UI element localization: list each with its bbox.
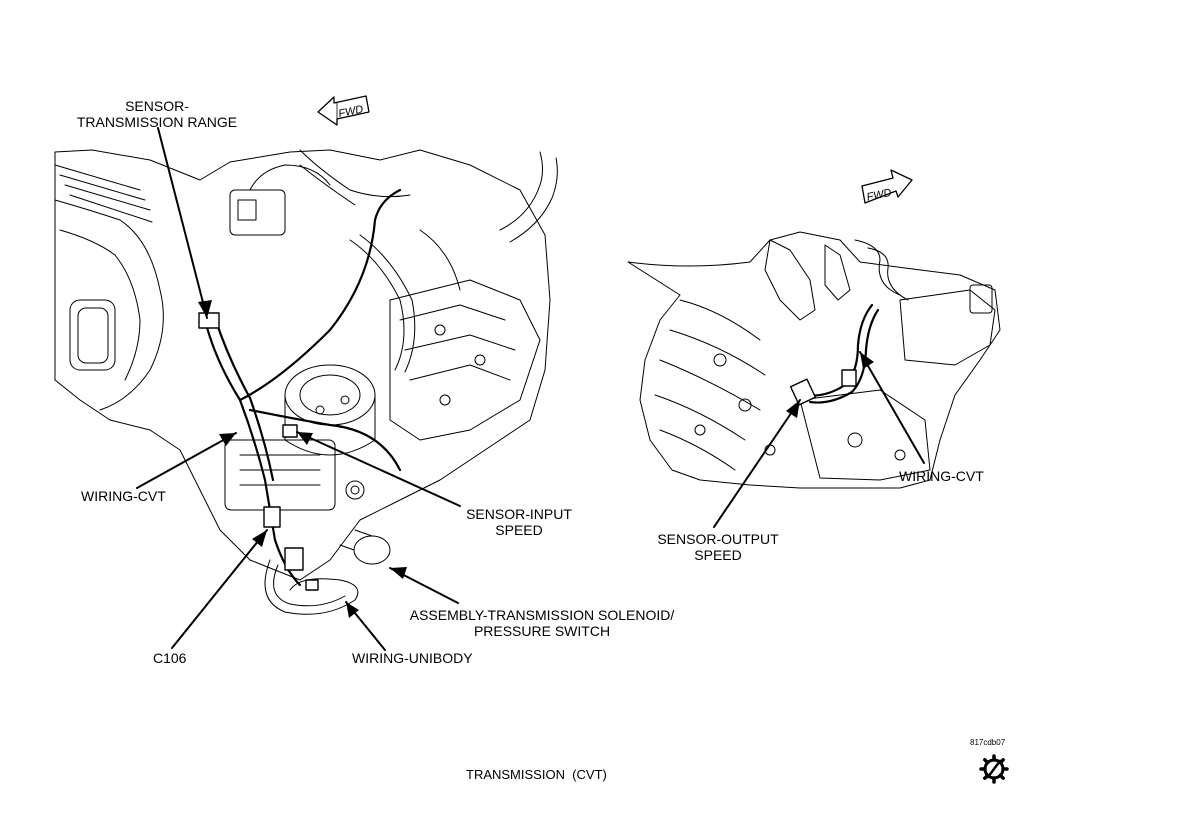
label-sensor-output-speed: SENSOR-OUTPUT SPEED — [652, 531, 784, 563]
fwd-arrow-right-label: FWD — [866, 187, 893, 204]
label-sensor-input-speed-line1: SENSOR-INPUT — [466, 506, 572, 522]
label-wiring-cvt-right: WIRING-CVT — [899, 468, 984, 484]
figure-code: 817cdb07 — [970, 738, 1006, 747]
fwd-arrow-left-icon: FWD — [317, 95, 370, 126]
label-sensor-transmission-range: SENSOR- TRANSMISSION RANGE — [74, 98, 240, 130]
label-sensor-input-speed: SENSOR-INPUT SPEED — [461, 506, 577, 538]
label-assembly-solenoid: ASSEMBLY-TRANSMISSION SOLENOID/ PRESSURE… — [402, 607, 682, 639]
fwd-arrow-right-icon: FWD — [861, 169, 913, 204]
label-c106: C106 — [153, 650, 186, 666]
label-sensor-output-speed-line1: SENSOR-OUTPUT — [657, 531, 779, 547]
label-wiring-unibody: WIRING-UNIBODY — [352, 650, 473, 666]
label-sensor-transmission-range-line2: TRANSMISSION RANGE — [76, 114, 238, 130]
label-wiring-cvt-right-text: WIRING-CVT — [899, 468, 984, 484]
label-assembly-solenoid-line2: PRESSURE SWITCH — [473, 623, 611, 639]
label-c106-text: C106 — [153, 650, 187, 666]
label-sensor-input-speed-line2: SPEED — [495, 522, 543, 538]
label-assembly-solenoid-line1: ASSEMBLY-TRANSMISSION SOLENOID/ — [409, 607, 675, 623]
label-sensor-output-speed-line2: SPEED — [694, 547, 742, 563]
label-sensor-transmission-range-line1: SENSOR- — [125, 98, 189, 114]
transmission-gear-icon — [979, 754, 1009, 784]
label-wiring-cvt-left: WIRING-CVT — [81, 488, 166, 504]
figure-caption: TRANSMISSION (CVT) — [466, 767, 607, 782]
fwd-arrow-left-label: FWD — [337, 103, 364, 120]
label-wiring-unibody-text: WIRING-UNIBODY — [352, 650, 473, 666]
label-wiring-cvt-left-text: WIRING-CVT — [81, 488, 166, 504]
